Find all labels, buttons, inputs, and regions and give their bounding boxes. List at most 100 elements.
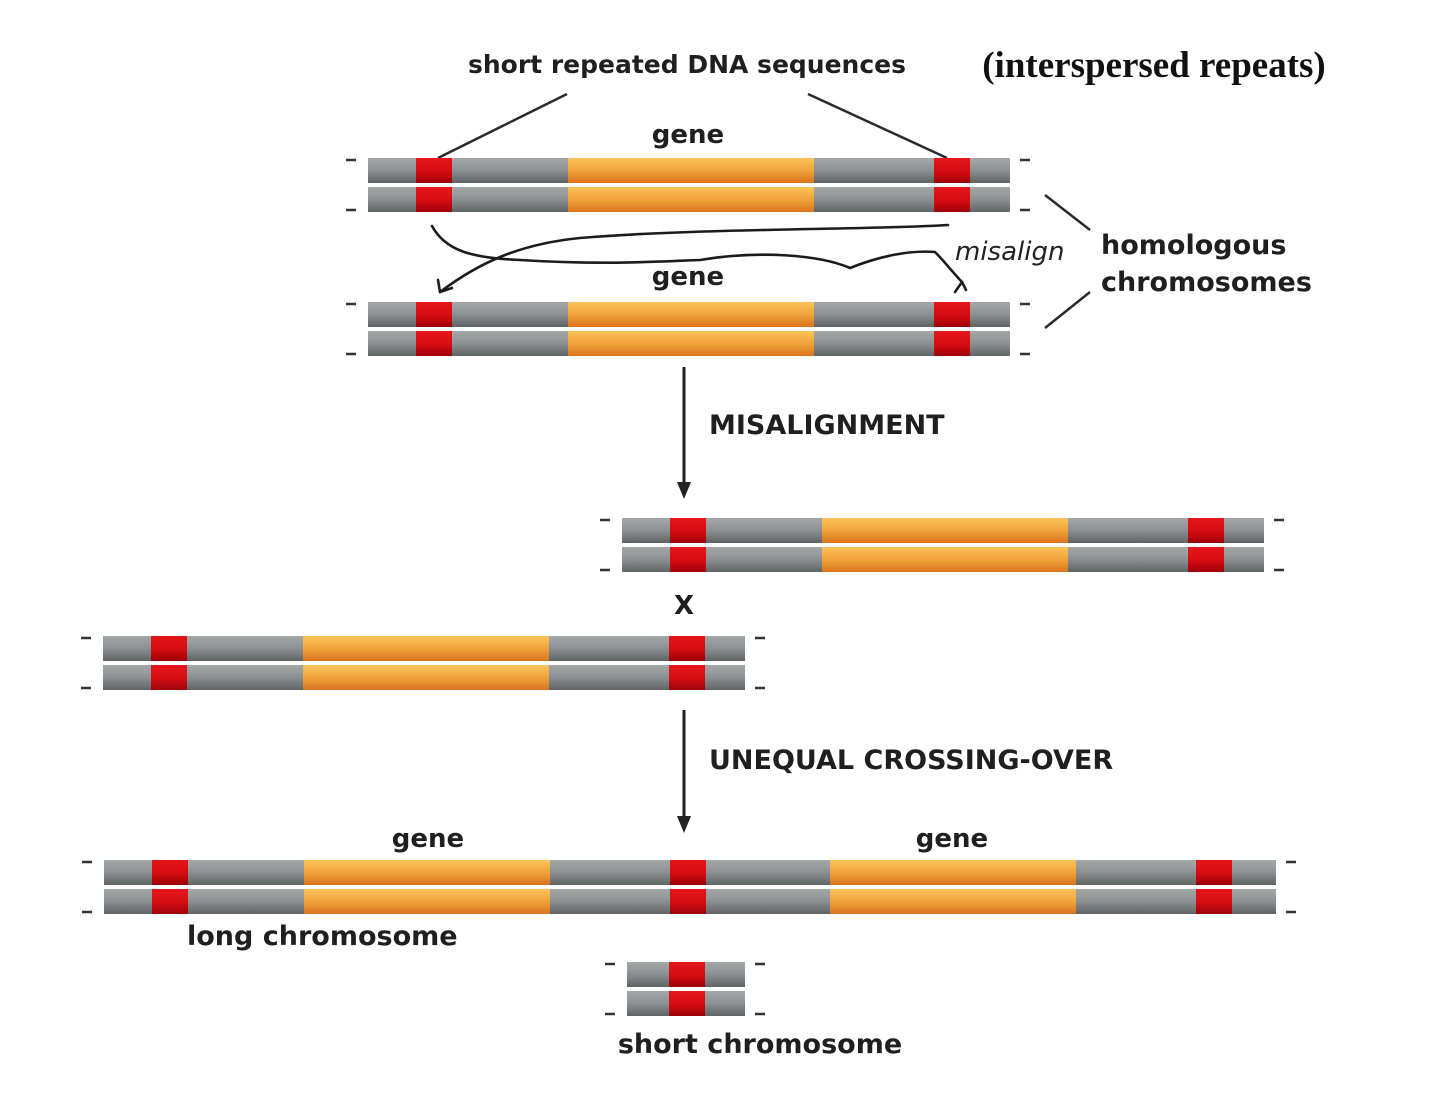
repeat-sequence-segment bbox=[416, 331, 452, 356]
misaligned-upper bbox=[600, 518, 1284, 572]
pointer-line-left-repeat bbox=[437, 92, 568, 160]
repeat-sequence-segment bbox=[1188, 518, 1224, 543]
repeat-sequence-segment bbox=[669, 636, 705, 661]
chromatid-segment bbox=[705, 636, 745, 661]
chromatid-segment bbox=[104, 860, 152, 885]
repeat-sequence-segment bbox=[670, 518, 706, 543]
long-chromosome-label: long chromosome bbox=[187, 921, 458, 952]
chromatid-segment bbox=[814, 158, 934, 183]
repeat-sequence-segment bbox=[670, 889, 706, 914]
misalignment-label: MISALIGNMENT bbox=[709, 410, 945, 441]
chromatid bbox=[622, 518, 1264, 543]
chromatid bbox=[104, 889, 1276, 914]
long-chromosome bbox=[82, 860, 1296, 914]
chromatid bbox=[368, 331, 1010, 356]
chromatid-segment bbox=[1232, 889, 1276, 914]
chromatid-segment bbox=[549, 636, 669, 661]
repeats-note: (interspersed repeats) bbox=[982, 45, 1326, 86]
handwritten-arrowhead-right bbox=[953, 280, 968, 294]
repeat-sequence-segment bbox=[669, 665, 705, 690]
gene-label-second: gene bbox=[652, 262, 724, 292]
gene-label-long-left: gene bbox=[392, 824, 464, 854]
chromatid bbox=[622, 547, 1264, 572]
chromatid-segment bbox=[368, 331, 416, 356]
chromatid-segment bbox=[188, 889, 304, 914]
chromatid-segment bbox=[814, 331, 934, 356]
misaligned-lower bbox=[81, 636, 765, 690]
pointer-line-right-repeat bbox=[807, 92, 948, 160]
chromatid-segment bbox=[1224, 547, 1264, 572]
gene-segment bbox=[304, 860, 550, 885]
chromatid-segment bbox=[970, 158, 1010, 183]
chromatid-segment bbox=[368, 158, 416, 183]
handwritten-misalign-note: misalign bbox=[955, 237, 1064, 267]
misalignment-arrowhead-icon bbox=[677, 482, 691, 499]
chromatid-segment bbox=[970, 302, 1010, 327]
repeat-sequence-segment bbox=[934, 158, 970, 183]
chromatid-segment bbox=[550, 860, 670, 885]
chromatid-segment bbox=[814, 187, 934, 212]
chromatid-segment bbox=[1232, 860, 1276, 885]
chromatid-segment bbox=[103, 665, 151, 690]
gene-segment bbox=[568, 331, 814, 356]
crossing-over-arrowhead-icon bbox=[677, 816, 691, 833]
chromatid-segment bbox=[706, 518, 822, 543]
chromatid-segment bbox=[187, 636, 303, 661]
gene-segment bbox=[830, 860, 1076, 885]
chromatid-segment bbox=[1068, 547, 1188, 572]
gene-label-top: gene bbox=[652, 120, 724, 150]
chromatid-segment bbox=[622, 547, 670, 572]
chromatid-segment bbox=[550, 889, 670, 914]
chromatid bbox=[103, 636, 745, 661]
repeat-sequence-segment bbox=[934, 187, 970, 212]
gene-segment bbox=[568, 302, 814, 327]
handwritten-arrow-left-to-right bbox=[430, 224, 964, 284]
chromatid-segment bbox=[452, 187, 568, 212]
homolog-b bbox=[346, 302, 1030, 356]
gene-segment bbox=[303, 636, 549, 661]
chromatid bbox=[104, 860, 1276, 885]
gene-segment bbox=[303, 665, 549, 690]
chromosomes-label: chromosomes bbox=[1101, 267, 1312, 298]
repeat-sequence-segment bbox=[416, 302, 452, 327]
chromatid-segment bbox=[452, 158, 568, 183]
chromatid bbox=[103, 665, 745, 690]
homologous-pointer-upper bbox=[1044, 194, 1091, 231]
gene-segment bbox=[568, 187, 814, 212]
repeat-sequence-segment bbox=[669, 962, 705, 987]
chromatid-segment bbox=[368, 187, 416, 212]
chromatid-segment bbox=[1076, 860, 1196, 885]
chromatid-segment bbox=[622, 518, 670, 543]
chromatid-segment bbox=[705, 665, 745, 690]
homolog-a bbox=[346, 158, 1030, 212]
chromatid-segment bbox=[188, 860, 304, 885]
repeat-sequence-segment bbox=[934, 302, 970, 327]
repeat-sequence-segment bbox=[151, 636, 187, 661]
unequal-crossing-over-label: UNEQUAL CROSSING-OVER bbox=[709, 745, 1113, 776]
homologous-pointer-lower bbox=[1044, 291, 1091, 329]
chromatid-segment bbox=[1224, 518, 1264, 543]
repeat-sequence-segment bbox=[670, 547, 706, 572]
chromatid-segment bbox=[549, 665, 669, 690]
chromatid-segment bbox=[705, 962, 745, 987]
repeat-sequence-segment bbox=[152, 860, 188, 885]
repeat-sequence-segment bbox=[416, 158, 452, 183]
repeat-sequence-segment bbox=[1196, 860, 1232, 885]
repeat-sequence-segment bbox=[1196, 889, 1232, 914]
repeat-sequence-segment bbox=[670, 860, 706, 885]
chromatid-segment bbox=[627, 962, 669, 987]
chromatid-segment bbox=[452, 302, 568, 327]
chromatid-segment bbox=[705, 991, 745, 1016]
handwritten-arrow-right-to-left bbox=[438, 223, 950, 294]
repeats-title: short repeated DNA sequences bbox=[468, 50, 906, 79]
chromosome-layer bbox=[81, 158, 1296, 1016]
chromatid-segment bbox=[970, 187, 1010, 212]
gene-segment bbox=[304, 889, 550, 914]
repeat-sequence-segment bbox=[1188, 547, 1224, 572]
gene-segment bbox=[822, 547, 1068, 572]
chromatid-segment bbox=[452, 331, 568, 356]
chromatid-segment bbox=[103, 636, 151, 661]
chromatid bbox=[368, 158, 1010, 183]
chromatid-segment bbox=[368, 302, 416, 327]
